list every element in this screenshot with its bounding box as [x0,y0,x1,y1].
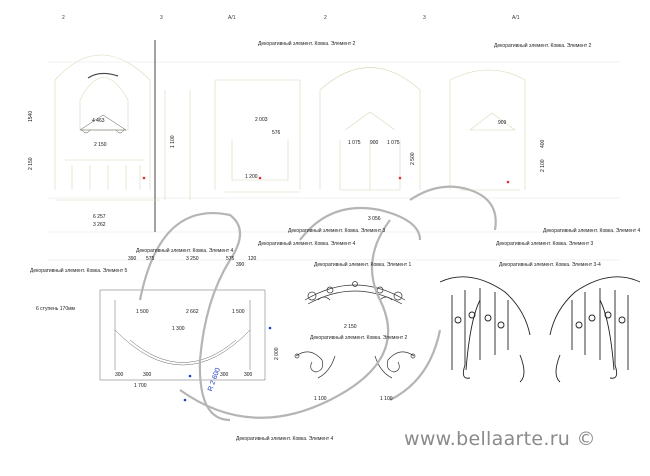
forged-scrolls [294,351,416,379]
column-label: 3 [423,15,426,21]
column-label: А/1 [228,15,236,21]
element-title: Декоративный элемент. Ковка. Элемент 3-4 [499,262,601,268]
element-title: Декоративный элемент. Ковка. Элемент 5 [30,268,128,274]
dimension: 1 075 [348,140,361,146]
dimension: 1 075 [387,140,400,146]
dimension: 2 000 [274,347,280,360]
dimension: 390 [236,262,245,268]
dimension: 2 500 [410,152,416,165]
element-title: Декоративный элемент. Ковка. Элемент 4 [236,436,334,442]
accent-marks [142,176,510,402]
dimension: 576 [272,130,281,136]
canopy-left [79,114,127,134]
dimension: 3 262 [93,222,106,228]
element-title: Декоративный элемент. Ковка. Элемент 1 [314,262,412,268]
dimension: 1540 [28,110,34,122]
railing-right [549,276,641,383]
dimension: 2 003 [255,117,268,123]
element-title: Декоративный элемент. Ковка. Элемент 2 [494,43,592,49]
forged-arch [304,281,406,305]
watermark-swirls [138,185,497,422]
dimension: 300 [244,372,253,378]
dimension: 575 [146,256,155,262]
dimension: 1 700 [134,383,147,389]
dimension: 1 500 [232,309,245,315]
elevation-fourth [449,69,526,191]
column-label: 2 [62,15,65,21]
elevation-left [54,54,191,201]
elevation-second [214,79,301,193]
dimension: 2 150 [94,142,107,148]
grid-lines [48,61,620,261]
element-title: Декоративный элемент. Ковка. Элемент 4 [543,228,641,234]
dimension: 1 100 [380,396,393,402]
watermark: www.bellaarte.ru © [404,428,596,450]
dimension: 4 463 [92,118,105,124]
dimension: 2 150 [344,324,357,330]
dimension: 300 [115,372,124,378]
column-label: 3 [160,15,163,21]
element-title: Декоративный элемент. Ковка. Элемент 4 [258,241,356,247]
dimension: 1 100 [314,396,327,402]
dimension: 1 200 [245,174,258,180]
dimension: 120 [248,256,257,262]
element-title: Декоративный элемент. Ковка. Элемент 4 [136,248,234,254]
dimension: 3 250 [186,256,199,262]
dimension: 575 [226,256,235,262]
dimension: 6 257 [93,214,106,220]
ornament-curve [87,72,119,79]
dimension: 909 [498,120,507,126]
dimension: 1 500 [136,309,149,315]
steps-note: 6 ступень 170мм [36,306,75,312]
element-title: Декоративный элемент. Ковка. Элемент 3 [288,228,386,234]
railing-left [439,276,531,383]
column-label: А/1 [512,15,520,21]
column-label: 2 [324,15,327,21]
dimension: 3 056 [368,216,381,222]
dimension: 2 662 [186,309,199,315]
dimension: 1 100 [170,135,176,148]
dimension: 390 [128,256,137,262]
dimension: 900 [370,140,379,146]
element-title: Декоративный элемент. Ковка. Элемент 3 [496,241,594,247]
dimension: 300 [220,372,229,378]
dimension: 400 [540,139,546,148]
dimension: 300 [143,372,152,378]
elevation-third [319,67,421,191]
element-title: Декоративный элемент. Ковка. Элемент 2 [258,41,356,47]
plan-view [99,289,266,381]
element-title: Декоративный элемент. Ковка. Элемент 2 [310,335,408,341]
dimension: 2 150 [28,157,34,170]
dimension: 2 100 [540,159,546,172]
dimension: 1 300 [172,326,185,332]
